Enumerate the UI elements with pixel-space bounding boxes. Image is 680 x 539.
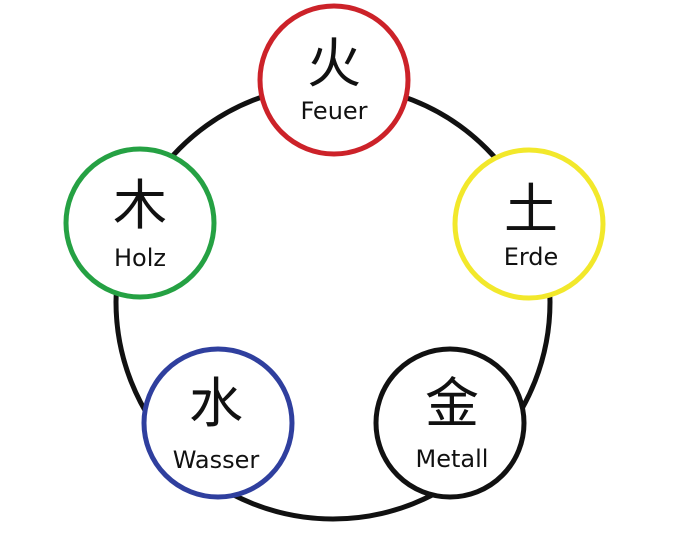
element-circle-earth [452,147,606,301]
element-glyph-water: 水 [189,372,243,435]
element-circle-fire [257,3,411,157]
element-node-metal: 金 Metall [373,346,527,500]
element-label-water: Wasser [173,446,260,474]
element-node-wood: 木 Holz [63,146,217,300]
element-circle-metal [373,346,527,500]
element-label-metal: Metall [416,445,489,473]
element-glyph-metal: 金 [425,372,479,435]
element-glyph-earth: 土 [504,178,558,241]
element-label-wood: Holz [114,244,166,272]
element-label-fire: Feuer [300,97,367,125]
element-node-fire: 火 Feuer [257,3,411,157]
element-glyph-fire: 火 [307,32,361,95]
element-circle-wood [63,146,217,300]
element-node-earth: 土 Erde [452,147,606,301]
element-glyph-wood: 木 [113,174,167,237]
element-label-earth: Erde [504,243,559,271]
element-circle-water [141,346,295,500]
element-node-water: 水 Wasser [141,346,295,500]
